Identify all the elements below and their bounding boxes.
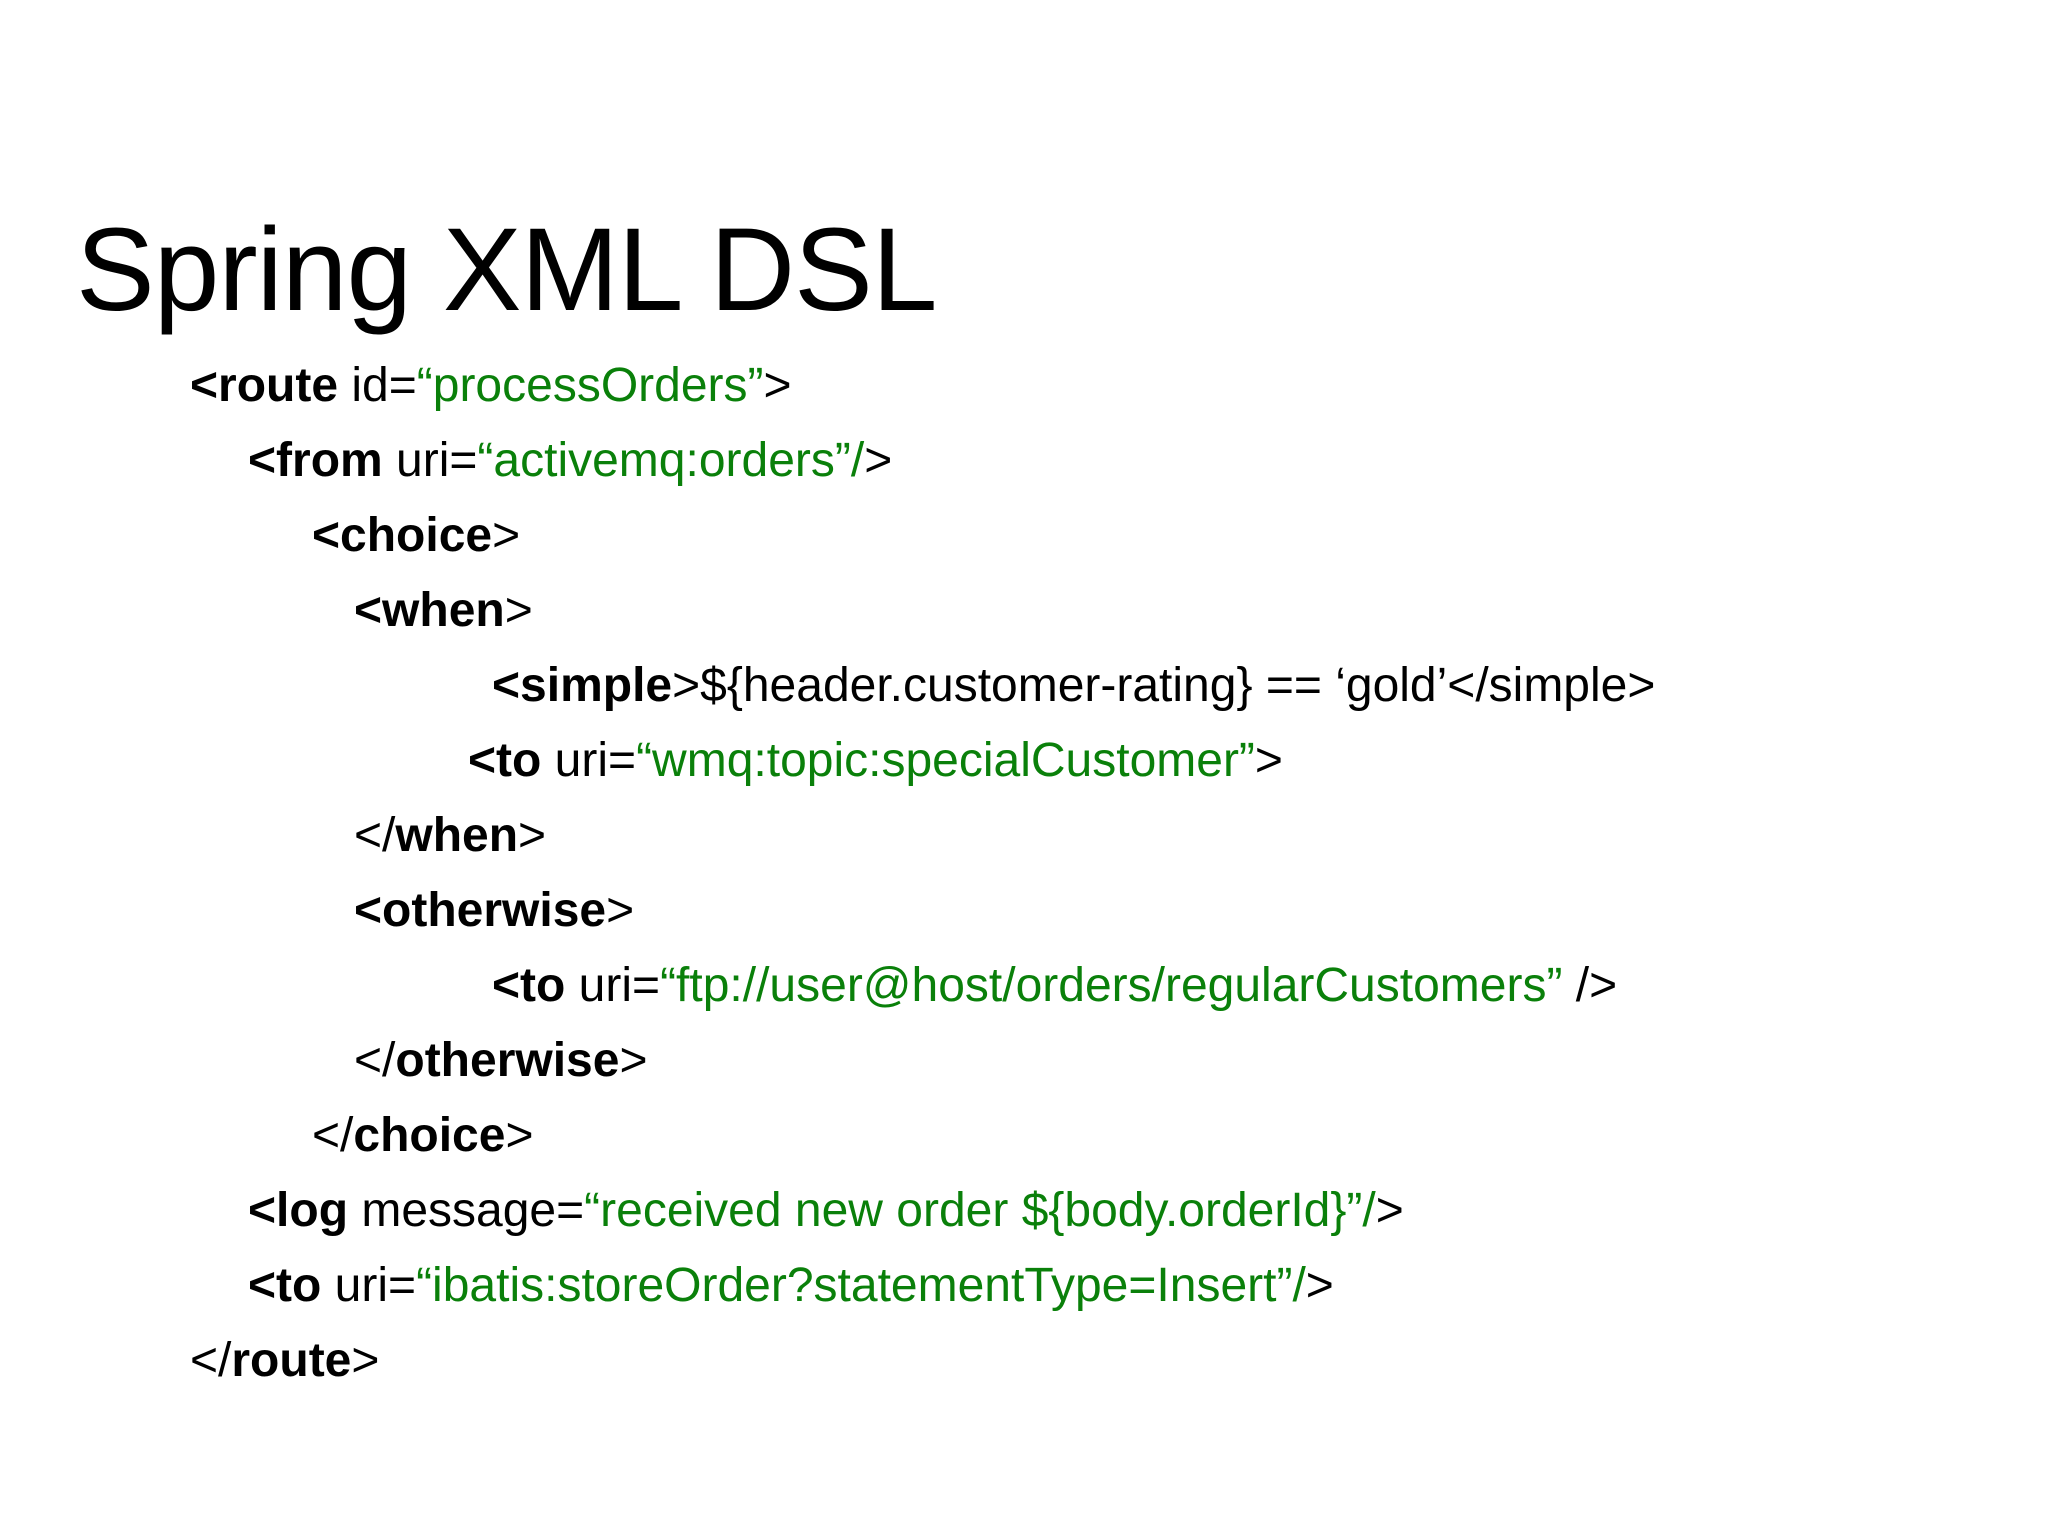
code-line: </route>	[0, 1323, 2048, 1398]
code-segment: uri=	[565, 959, 661, 1012]
code-line: <to uri=“ftp://user@host/orders/regularC…	[0, 948, 2048, 1023]
code-segment: <from	[248, 434, 383, 487]
code-segment: >${header.customer-rating} == ‘gold’</si…	[672, 659, 1656, 712]
code-segment: />	[1562, 959, 1618, 1012]
code-segment: >	[1375, 1184, 1404, 1237]
code-line: <from uri=“activemq:orders”/>	[0, 423, 2048, 498]
code-segment: “ibatis:storeOrder?statementType=Insert”…	[416, 1259, 1306, 1312]
code-segment: <to	[492, 959, 566, 1012]
page-title: Spring XML DSL	[76, 204, 937, 337]
code-segment: choice	[353, 1109, 506, 1162]
code-segment: </	[354, 809, 396, 862]
xml-code-block: <route id=“processOrders”><from uri=“act…	[0, 348, 2048, 1398]
code-line: <to uri=“ibatis:storeOrder?statementType…	[0, 1248, 2048, 1323]
code-segment: </	[190, 1334, 232, 1387]
code-segment: message=	[348, 1184, 585, 1237]
code-segment: otherwise	[395, 1034, 620, 1087]
code-segment: >	[1254, 734, 1283, 787]
code-line: <choice>	[0, 498, 2048, 573]
code-segment: route	[231, 1334, 352, 1387]
code-line: </when>	[0, 798, 2048, 873]
code-line: <to uri=“wmq:topic:specialCustomer”>	[0, 723, 2048, 798]
code-segment: when	[395, 809, 519, 862]
code-segment: <simple	[492, 659, 673, 712]
code-segment: uri=	[541, 734, 637, 787]
code-segment: “received new order ${body.orderId}”/	[584, 1184, 1376, 1237]
code-segment: uri=	[321, 1259, 417, 1312]
code-segment: >	[505, 1109, 534, 1162]
code-segment: >	[1305, 1259, 1334, 1312]
code-line: <otherwise>	[0, 873, 2048, 948]
code-segment: “ftp://user@host/orders/regularCustomers…	[660, 959, 1563, 1012]
code-segment: <to	[248, 1259, 322, 1312]
code-segment: </	[312, 1109, 354, 1162]
code-segment: >	[518, 809, 547, 862]
code-segment: “processOrders”	[416, 359, 764, 412]
code-segment: >	[606, 884, 635, 937]
code-segment: >	[351, 1334, 380, 1387]
code-segment: <otherwise	[354, 884, 607, 937]
code-line: <log message=“received new order ${body.…	[0, 1173, 2048, 1248]
code-line: </choice>	[0, 1098, 2048, 1173]
code-segment: >	[763, 359, 792, 412]
code-segment: id=	[338, 359, 417, 412]
code-segment: <log	[248, 1184, 349, 1237]
code-line: <simple>${header.customer-rating} == ‘go…	[0, 648, 2048, 723]
code-segment: “activemq:orders”/	[477, 434, 865, 487]
code-segment: <choice	[312, 509, 493, 562]
code-segment: “wmq:topic:specialCustomer”	[636, 734, 1255, 787]
code-segment: <route	[190, 359, 339, 412]
code-segment: <to	[468, 734, 542, 787]
code-segment: uri=	[382, 434, 478, 487]
code-line: </otherwise>	[0, 1023, 2048, 1098]
code-line: <route id=“processOrders”>	[0, 348, 2048, 423]
code-segment: >	[504, 584, 533, 637]
code-segment: >	[619, 1034, 648, 1087]
code-segment: >	[864, 434, 893, 487]
code-segment: <when	[354, 584, 505, 637]
code-line: <when>	[0, 573, 2048, 648]
code-segment: >	[492, 509, 521, 562]
code-segment: </	[354, 1034, 396, 1087]
